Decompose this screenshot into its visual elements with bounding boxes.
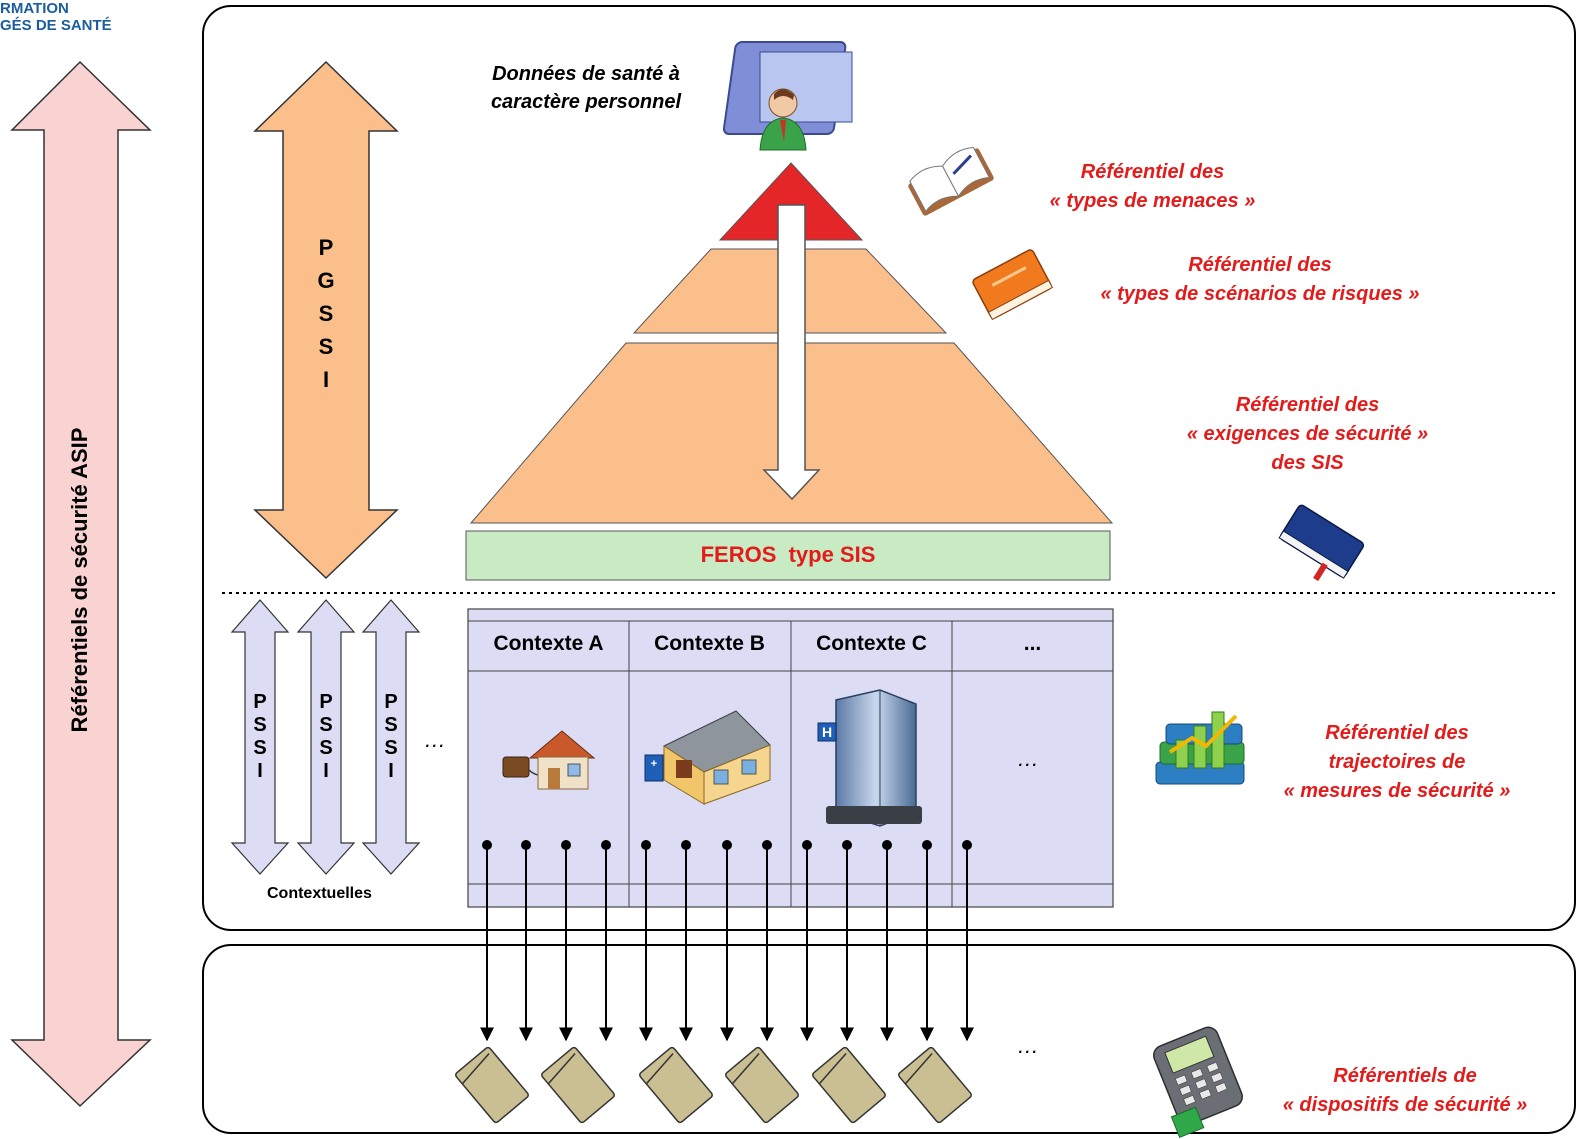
books-chart-icon: [1155, 711, 1245, 785]
top-data-label: Données de santé à caractère personnel: [490, 63, 682, 113]
logo-line-1: RMATION: [0, 0, 69, 17]
open-book-icon: [908, 146, 994, 216]
ellipsis-pssi: …: [424, 727, 446, 752]
lower-panel: [202, 944, 1576, 1134]
person-folder-icon: [722, 41, 853, 151]
payment-terminal-icon: [1153, 1026, 1243, 1138]
pgssi-double-arrow: [253, 60, 399, 580]
ellipsis-folders: …: [1017, 1033, 1039, 1058]
pssi-caption: Contextuelles: [267, 885, 372, 902]
ref-trajectoires: Référentiel des trajectoires de « mesure…: [1283, 722, 1511, 802]
hospital-building-icon: H: [817, 689, 922, 827]
folder-icon: [541, 1046, 615, 1124]
feros-label: FEROS type SIS: [700, 542, 876, 567]
pssi-arrow-2: [296, 599, 356, 875]
context-b-header: Contexte B: [654, 632, 765, 655]
pssi-arrow-1: [230, 599, 290, 875]
context-a-header: Contexte A: [493, 632, 604, 655]
folder-icon: [639, 1046, 713, 1124]
feros-box: [465, 530, 1111, 581]
asip-label: Référentiels de sécurité ASIP: [67, 427, 92, 733]
measure-arrows: [480, 845, 974, 1042]
ref-menaces: Référentiel des « types de menaces »: [1049, 161, 1256, 212]
context-c-header: Contexte C: [816, 632, 927, 655]
pssi-arrow-3: [361, 599, 421, 875]
folder-icons: [455, 1046, 972, 1124]
house-icon: [502, 730, 596, 790]
asip-double-arrow: [10, 60, 152, 1108]
svg-text:H: H: [822, 724, 832, 740]
logo: RMATION GÉS DE SANTÉ: [0, 0, 112, 34]
pgssi-letters: P G S S I: [317, 235, 335, 392]
blue-book-icon: [1278, 504, 1365, 582]
svg-text:+: +: [651, 758, 657, 770]
ref-exigences: Référentiel des « exigences de sécurité …: [1186, 394, 1429, 474]
ref-scenarios: Référentiel des « types de scénarios de …: [1100, 254, 1420, 305]
ellipsis-context: …: [1017, 746, 1039, 771]
logo-line-2: GÉS DE SANTÉ: [0, 17, 112, 34]
clinic-icon: +: [644, 710, 771, 805]
folder-icon: [898, 1046, 972, 1124]
pyramid-down-arrow: [762, 204, 821, 501]
folder-icon: [455, 1046, 529, 1124]
upper-panel: [202, 5, 1576, 931]
measure-dots: [482, 840, 972, 850]
folder-icon: [812, 1046, 886, 1124]
context-more-header: ...: [1023, 632, 1042, 655]
folder-icon: [725, 1046, 799, 1124]
orange-book-icon: [972, 249, 1054, 321]
ref-dispositifs: Référentiels de « dispositifs de sécurit…: [1282, 1065, 1528, 1116]
